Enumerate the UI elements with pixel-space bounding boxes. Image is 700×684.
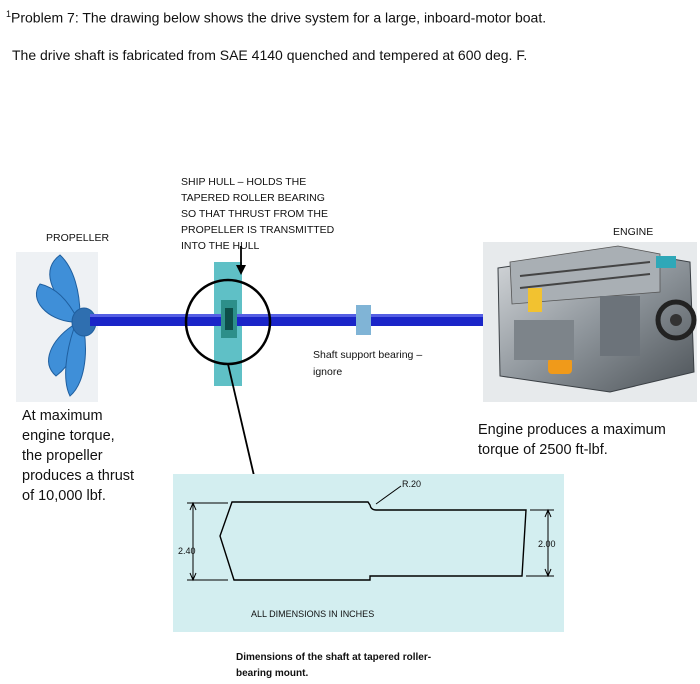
units-note: ALL DIMENSIONS IN INCHES bbox=[251, 609, 375, 619]
support-bearing-label: Shaft support bearing – ignore bbox=[313, 349, 423, 378]
propeller-label: PROPELLER bbox=[46, 232, 110, 244]
fillet-leader bbox=[375, 485, 402, 505]
detail-arrow bbox=[227, 363, 259, 485]
large-diameter-label: 2.40 bbox=[178, 546, 196, 556]
footnote-mark: 1 bbox=[6, 9, 12, 19]
large-diameter-dimension bbox=[187, 501, 228, 582]
shaft-drawing-panel bbox=[173, 474, 564, 632]
problem-statement: 1Problem 7: The drawing below shows the … bbox=[6, 9, 546, 26]
engine-icon bbox=[497, 245, 697, 393]
shaft-support-bearing bbox=[356, 305, 371, 335]
engine-torque-text: Engine produces a maximum torque of 2500… bbox=[478, 422, 666, 458]
hull-note: SHIP HULL – HOLDS THE TAPERED ROLLER BEA… bbox=[181, 176, 335, 252]
small-diameter-label: 2.00 bbox=[538, 539, 556, 549]
shaft-drawing-caption: Dimensions of the shaft at tapered rolle… bbox=[236, 652, 432, 679]
fillet-radius-label: R.20 bbox=[402, 479, 422, 489]
small-diameter-dimension bbox=[526, 508, 554, 578]
propeller-icon bbox=[35, 254, 97, 397]
shaft-profile bbox=[219, 501, 527, 581]
material-line: The drive shaft is fabricated from SAE 4… bbox=[12, 47, 528, 63]
problem-line: Problem 7: The drawing below shows the d… bbox=[11, 9, 547, 26]
engine-label: ENGINE bbox=[613, 226, 654, 238]
propeller-thrust-text: At maximum engine torque, the propeller … bbox=[22, 408, 135, 504]
